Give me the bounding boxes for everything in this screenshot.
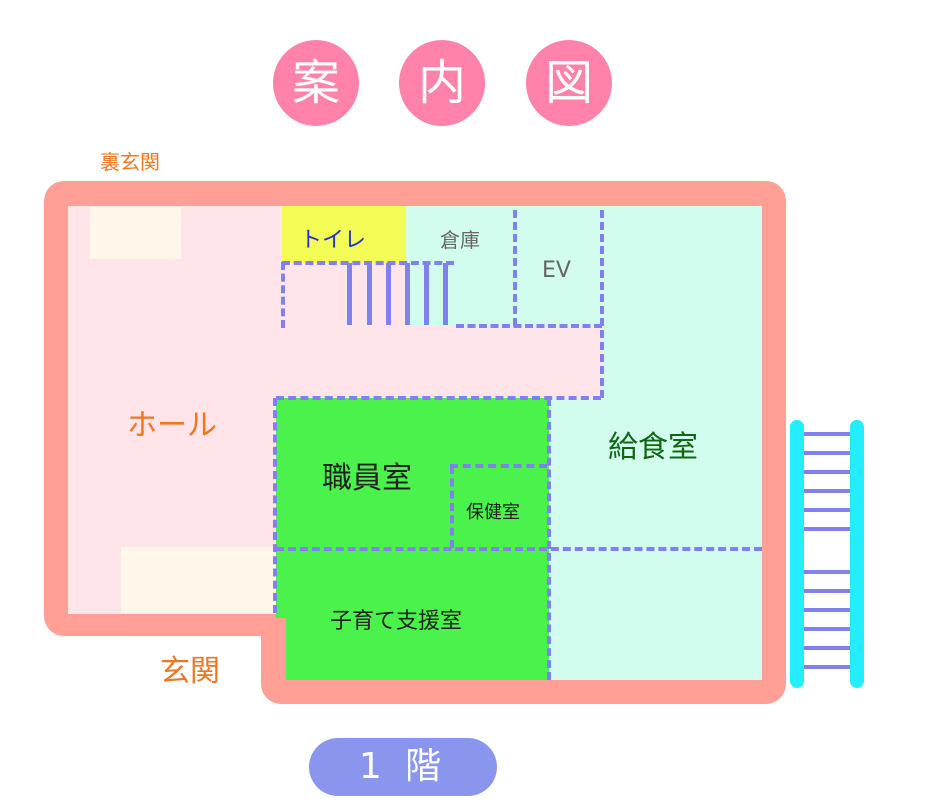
stair-rung <box>804 432 850 436</box>
support-room-area-left <box>276 548 288 618</box>
partition-line <box>456 324 602 328</box>
storage-label: 倉庫 <box>440 228 480 252</box>
stair-rung <box>804 627 850 631</box>
partition-line <box>513 210 517 326</box>
partition-line <box>600 210 604 398</box>
floor-badge: 1 階 <box>309 738 497 796</box>
partition-line <box>547 398 551 680</box>
partition-line <box>281 262 285 328</box>
stair-rung <box>804 570 850 574</box>
stair-rung <box>804 527 850 531</box>
stair-rung <box>804 589 850 593</box>
staff-room-label: 職員室 <box>322 461 412 496</box>
floor-badge-label: 1 階 <box>358 746 448 787</box>
hall-shelf-top <box>90 207 181 259</box>
title-char-3: 図 <box>526 40 612 126</box>
hall-area <box>68 206 278 614</box>
stair-rung <box>804 608 850 612</box>
kitchen-area <box>602 206 762 680</box>
kitchen-lower-area <box>549 398 609 680</box>
partition-line <box>450 464 547 468</box>
stair-rung <box>804 489 850 493</box>
toilet-label: トイレ <box>300 228 367 253</box>
partition-line <box>450 466 454 548</box>
partition-line <box>276 396 601 400</box>
hall-label: ホール <box>127 408 217 443</box>
stair-rail-right <box>850 420 864 688</box>
stair-step <box>405 263 410 325</box>
ev-area <box>516 206 602 326</box>
stair-rung <box>804 470 850 474</box>
stair-rung <box>804 508 850 512</box>
stair-step <box>424 263 429 325</box>
stair-rung <box>804 665 850 669</box>
back-entrance-label: 裏玄関 <box>100 150 160 174</box>
title-char-1: 案 <box>273 40 359 126</box>
ev-label: EV <box>542 258 571 283</box>
partition-line <box>273 398 277 613</box>
toilet-area <box>282 206 406 263</box>
kitchen-label: 給食室 <box>608 430 698 465</box>
title-char-2: 内 <box>399 40 485 126</box>
support-room-area <box>286 548 549 680</box>
stair-step <box>367 263 372 325</box>
stair-rail-left <box>790 420 804 688</box>
staff-room-area <box>276 398 549 548</box>
stair-rung <box>804 646 850 650</box>
stair-step <box>347 263 352 325</box>
stair-step <box>386 263 391 325</box>
health-room-label: 保健室 <box>466 502 520 523</box>
partition-line <box>282 261 454 265</box>
stair-rung <box>804 451 850 455</box>
partition-line <box>276 547 762 551</box>
entrance-label: 玄関 <box>160 654 220 689</box>
hall-shelf-bottom <box>121 547 276 613</box>
support-room-label: 子育て支援室 <box>330 609 463 634</box>
stair-step <box>443 263 448 325</box>
